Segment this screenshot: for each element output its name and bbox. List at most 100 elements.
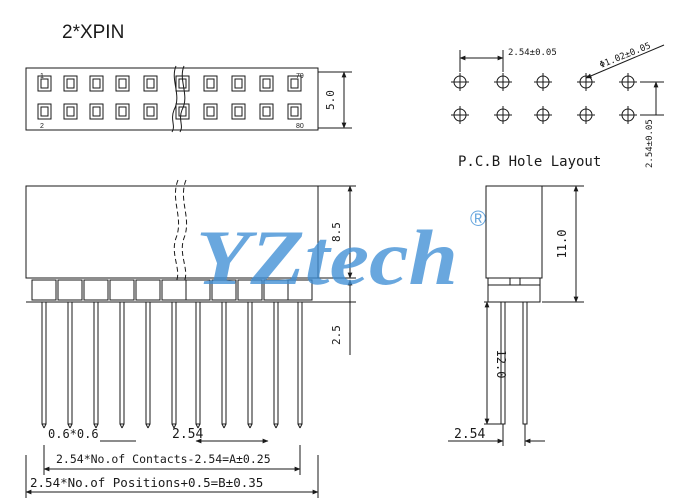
top-pin-hole xyxy=(92,78,101,89)
front-pin-upper-dim-label: 2.5 xyxy=(330,325,343,345)
top-pin-square xyxy=(203,75,218,92)
pin-79-label: 79 xyxy=(296,73,304,80)
front-contact-housing xyxy=(135,279,161,301)
pcb-holes xyxy=(451,73,637,124)
top-height-dim-label: 5.0 xyxy=(324,90,337,110)
top-pin-square xyxy=(231,75,246,92)
top-pin-hole xyxy=(262,78,271,89)
contacts-formula: 2.54*No.of Contacts-2.54=A±0.25 xyxy=(56,452,271,466)
top-pin-square xyxy=(63,75,78,92)
front-pin-tip xyxy=(273,423,277,429)
pcb-layout-title: P.C.B Hole Layout xyxy=(458,154,601,170)
positions-formula: 2.54*No.of Positions+0.5=B±0.35 xyxy=(30,475,263,490)
top-pin-hole xyxy=(92,106,101,117)
side-tail-dim-label: 12.0 xyxy=(494,350,508,379)
front-pin xyxy=(247,301,253,425)
front-pin-tip xyxy=(43,423,47,429)
front-pin-tip xyxy=(93,423,97,429)
top-pin-hole xyxy=(66,78,75,89)
pin-1-label: 1 xyxy=(40,73,44,80)
front-pin xyxy=(41,301,47,425)
front-pin-tip xyxy=(119,423,123,429)
front-contact-housing xyxy=(237,279,263,301)
front-pin-tip xyxy=(299,423,303,429)
side-contact xyxy=(487,277,541,303)
front-pin-tip xyxy=(69,423,73,429)
top-pin-hole xyxy=(146,78,155,89)
front-pin-tip xyxy=(197,423,201,429)
front-contact-housing xyxy=(211,279,237,301)
pcb-hole-layout xyxy=(451,44,665,124)
front-view xyxy=(25,179,356,498)
top-pin-hole xyxy=(206,78,215,89)
front-pin xyxy=(297,301,303,425)
front-contact-housing xyxy=(161,279,187,301)
top-pin-hole xyxy=(118,106,127,117)
top-pin-square xyxy=(89,75,104,92)
front-break-line xyxy=(173,179,180,283)
front-break-line-2 xyxy=(181,179,188,283)
side-pin-right xyxy=(522,301,528,425)
front-pin xyxy=(171,301,177,425)
top-pin-square xyxy=(259,103,274,120)
top-pin-hole xyxy=(290,78,299,89)
hole-dia-leader xyxy=(585,44,665,79)
front-pin-tip xyxy=(67,423,71,429)
watermark-logo: YZtech ® xyxy=(196,206,486,301)
front-pin-tip xyxy=(195,423,199,429)
top-pin-hole xyxy=(40,78,49,89)
top-pin-hole xyxy=(234,106,243,117)
top-pin-hole xyxy=(262,106,271,117)
front-body xyxy=(25,185,319,279)
pin-size-label: 0.6*0.6 xyxy=(48,427,99,441)
top-pin-square xyxy=(287,103,302,120)
watermark-registered-mark: ® xyxy=(470,206,486,231)
top-pin-hole xyxy=(234,78,243,89)
front-contact-housing xyxy=(109,279,135,301)
top-pin-square xyxy=(143,75,158,92)
pitch-label: 2.54 xyxy=(172,427,203,442)
front-pin-tip xyxy=(145,423,149,429)
top-break-line-2 xyxy=(179,65,186,133)
front-pin-tip xyxy=(297,423,301,429)
front-pin xyxy=(145,301,151,425)
side-body-dim-label: 11.0 xyxy=(555,230,569,259)
top-pin-square xyxy=(115,103,130,120)
top-break-line xyxy=(171,65,178,133)
front-pin xyxy=(93,301,99,425)
top-pin-hole xyxy=(206,106,215,117)
pin-80-label: 80 xyxy=(296,123,304,130)
drawing-title: 2*XPIN xyxy=(62,22,124,43)
front-contact-housing xyxy=(287,279,313,301)
top-view xyxy=(25,65,352,133)
side-row-pitch-label: 2.54 xyxy=(454,427,485,442)
top-pin-square xyxy=(37,75,52,92)
front-contact-housing xyxy=(185,279,211,301)
front-pin-tip xyxy=(247,423,251,429)
front-pin-tip xyxy=(41,423,45,429)
top-pin-square xyxy=(231,103,246,120)
top-pin-square xyxy=(203,103,218,120)
top-pin-hole xyxy=(66,106,75,117)
top-pin-square xyxy=(287,75,302,92)
top-pin-hole xyxy=(146,106,155,117)
front-contact-housing xyxy=(31,279,57,301)
front-pin-tip xyxy=(173,423,177,429)
front-pin xyxy=(119,301,125,425)
front-pin-tip xyxy=(121,423,125,429)
top-pin-square xyxy=(115,75,130,92)
side-body xyxy=(485,185,543,279)
front-pin xyxy=(221,301,227,425)
top-pin-squares xyxy=(37,75,302,120)
pcb-pitch-y-label: 2.54±0.05 xyxy=(645,119,655,168)
front-contact-housing xyxy=(57,279,83,301)
front-pin-tip xyxy=(95,423,99,429)
top-pin-hole xyxy=(118,78,127,89)
top-pin-square xyxy=(89,103,104,120)
front-contact-housing xyxy=(83,279,109,301)
front-pin xyxy=(67,301,73,425)
front-pin-tip xyxy=(275,423,279,429)
top-pin-square xyxy=(259,75,274,92)
front-pin-tip xyxy=(221,423,225,429)
